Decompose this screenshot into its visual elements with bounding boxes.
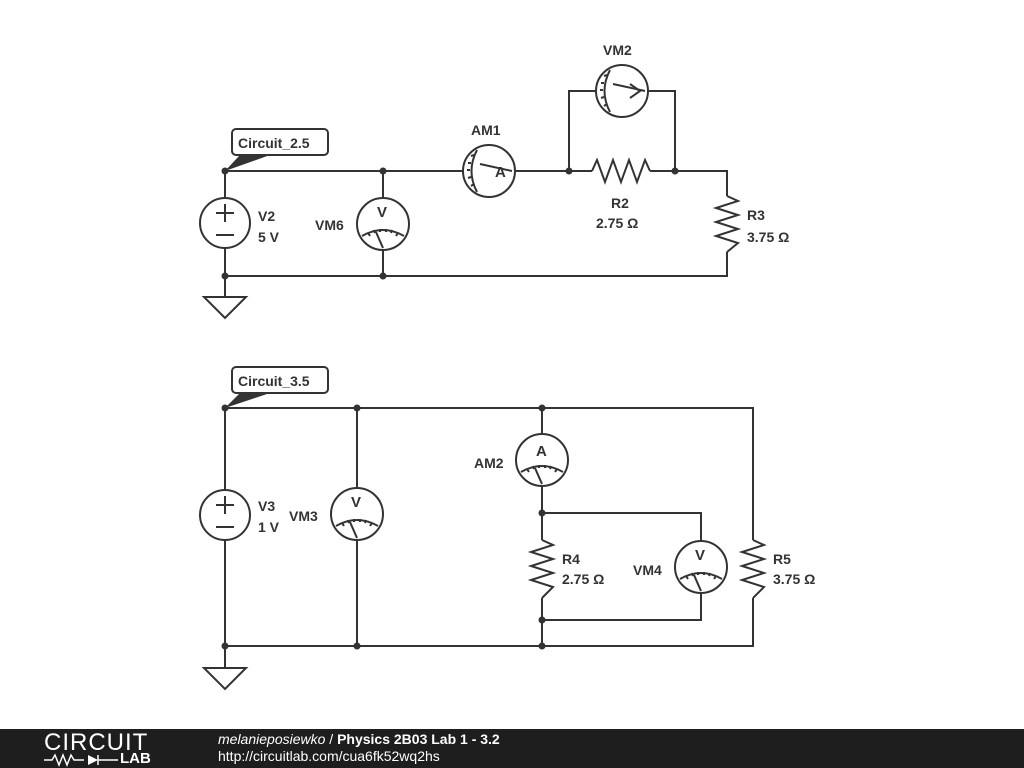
ammeter-label: AM1 [471, 122, 501, 138]
ground-symbol [201, 667, 249, 691]
wire [650, 170, 728, 196]
junction-dot [538, 616, 546, 624]
resistor-logo-icon [44, 753, 118, 767]
wire [568, 90, 595, 171]
resistor-value-label: 2.75 Ω [596, 215, 638, 231]
junction-dot [379, 272, 387, 280]
meter-letter: V [377, 204, 387, 221]
source-value-label: 5 V [258, 229, 280, 245]
resistor-r3[interactable] [712, 195, 742, 253]
voltmeter-label: VM3 [289, 508, 318, 524]
project-title[interactable]: Physics 2B03 Lab 1 - 3.2 [337, 731, 500, 747]
project-url[interactable]: http://circuitlab.com/cua6fk52wq2hs [218, 748, 440, 764]
resistor-name-label: R2 [611, 195, 629, 211]
voltmeter-label: VM4 [633, 562, 662, 578]
junction-dot [538, 509, 546, 517]
ammeter-am1[interactable]: A [462, 144, 516, 198]
resistor-value-label: 3.75 Ω [773, 571, 815, 587]
resistor-name-label: R5 [773, 551, 791, 567]
voltmeter-vm6[interactable]: V [356, 197, 410, 251]
wire [225, 407, 754, 540]
schematic-canvas: Circuit_2.5 V2 5 V V VM6 A [199, 42, 815, 691]
net-label-circuit-2-5[interactable]: Circuit_2.5 [225, 128, 329, 171]
junction-dot [538, 404, 546, 412]
resistor-name-label: R4 [562, 551, 580, 567]
wire [225, 252, 728, 277]
junction-dot [379, 167, 387, 175]
ground-symbol [201, 296, 249, 320]
junction-dot [565, 167, 573, 175]
credit-line: melanieposiewko / Physics 2B03 Lab 1 - 3… [218, 731, 500, 748]
voltage-source-v3[interactable] [199, 489, 251, 541]
meter-letter: A [536, 443, 547, 460]
source-name-label: V2 [258, 208, 275, 224]
meter-letter: V [351, 494, 361, 511]
resistor-value-label: 2.75 Ω [562, 571, 604, 587]
net-label-text: Circuit_3.5 [238, 373, 310, 389]
voltmeter-vm2[interactable] [595, 64, 649, 118]
ammeter-label: AM2 [474, 455, 504, 471]
meter-letter: V [695, 547, 705, 564]
resistor-r4[interactable] [527, 539, 557, 599]
voltmeter-label: VM6 [315, 217, 344, 233]
circuit-2: Circuit_3.5 V3 1 V V VM3 A [199, 366, 815, 691]
voltmeter-label: VM2 [603, 42, 632, 58]
resistor-r5[interactable] [738, 539, 768, 599]
source-name-label: V3 [258, 498, 275, 514]
circuit-1: Circuit_2.5 V2 5 V V VM6 A [199, 42, 789, 320]
source-value-label: 1 V [258, 519, 280, 535]
resistor-name-label: R3 [747, 207, 765, 223]
junction-dot [221, 642, 229, 650]
ammeter-am2[interactable]: A [515, 433, 569, 487]
resistor-r2[interactable] [591, 157, 651, 185]
voltmeter-vm3[interactable]: V [330, 487, 384, 541]
junction-dot [353, 642, 361, 650]
net-label-circuit-3-5[interactable]: Circuit_3.5 [225, 366, 329, 408]
separator: / [325, 731, 338, 747]
junction-dot [221, 272, 229, 280]
junction-dot [671, 167, 679, 175]
circuitlab-logo-lab: LAB [120, 750, 151, 767]
wire [225, 598, 754, 647]
footer-bar: CIRCUIT LAB melanieposiewko / Physics 2B… [0, 729, 1024, 768]
circuitlab-logo[interactable]: CIRCUIT [44, 729, 149, 756]
credit-block: melanieposiewko / Physics 2B03 Lab 1 - 3… [218, 731, 500, 765]
meter-letter: A [495, 164, 506, 181]
junction-dot [538, 642, 546, 650]
wire [542, 594, 702, 621]
resistor-value-label: 3.75 Ω [747, 229, 789, 245]
wire [649, 90, 676, 171]
wire [542, 512, 702, 540]
junction-dot [353, 404, 361, 412]
net-label-text: Circuit_2.5 [238, 135, 310, 151]
username-link[interactable]: melanieposiewko [218, 731, 326, 747]
voltage-source-v2[interactable] [199, 197, 251, 249]
voltmeter-vm4[interactable]: V [674, 540, 728, 594]
